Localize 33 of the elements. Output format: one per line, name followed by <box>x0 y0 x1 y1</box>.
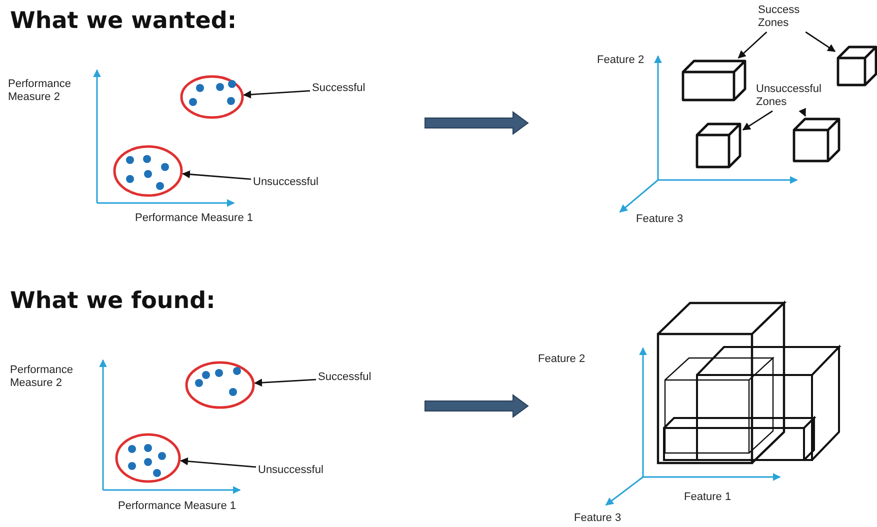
section-heading: What we wanted: <box>10 8 237 34</box>
leader-arrow <box>742 110 773 130</box>
axis-label: Feature 3 <box>574 512 622 525</box>
axis-label: Feature 2 <box>597 54 646 67</box>
cube <box>837 46 877 86</box>
annotation-text: Success Zones <box>758 4 808 30</box>
annotation-text: Unsuccessful <box>253 176 333 189</box>
axis-label: Performance Measure 2 <box>8 78 72 104</box>
cube <box>696 123 741 168</box>
annotation-text: Unsuccessful Zones <box>756 83 836 109</box>
axis-label: Feature 3 <box>636 213 684 226</box>
leader-arrow <box>243 90 310 99</box>
axis-label: Feature 1 <box>684 491 732 504</box>
cube <box>682 60 746 101</box>
data-cluster <box>185 361 255 409</box>
leader-arrow <box>180 457 256 468</box>
leader-arrow <box>182 170 252 180</box>
data-cluster <box>180 75 244 119</box>
leader-arrow <box>798 108 806 117</box>
axis-label: Performance Measure 2 <box>10 364 74 390</box>
data-cluster <box>115 433 181 483</box>
axis-label: Performance Measure 1 <box>135 212 253 225</box>
leader-arrow <box>805 31 836 52</box>
annotation-text: Successful <box>312 82 382 95</box>
cube <box>793 118 840 162</box>
annotation-text: Successful <box>318 371 388 384</box>
axis-label: Performance Measure 1 <box>118 500 236 513</box>
data-cluster <box>113 145 183 197</box>
section-heading: What we found: <box>10 288 216 314</box>
leader-arrow <box>738 31 768 59</box>
annotation-text: Unsuccessful <box>258 464 338 477</box>
axis-label: Feature 2 <box>538 353 586 366</box>
leader-arrow <box>254 378 316 387</box>
